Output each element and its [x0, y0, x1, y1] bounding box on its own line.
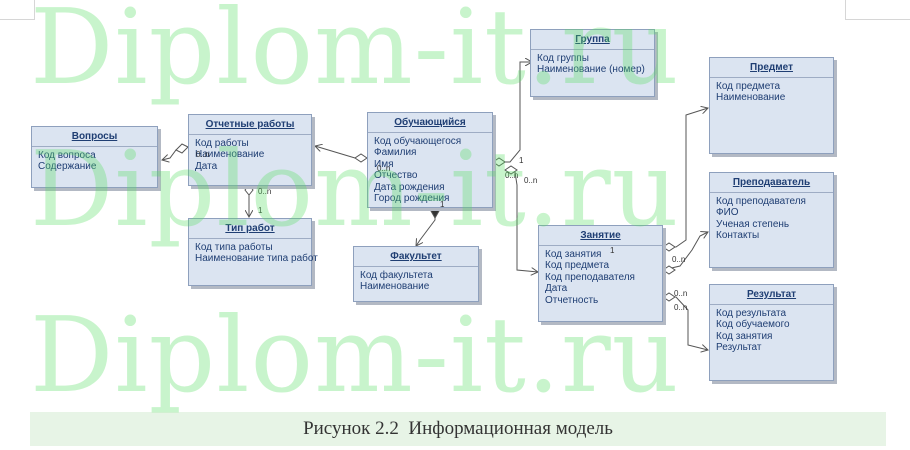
entity-obuchayushchiysya[interactable]: Обучающийся Код обучающегося Фамилия Имя…: [367, 112, 493, 208]
entity-attribute: Результат: [716, 342, 762, 354]
entity-title: Преподаватель: [710, 173, 833, 193]
entity-attribute: Имя: [374, 158, 394, 170]
entity-attribute: Код группы: [537, 53, 589, 64]
entity-attributes: Код обучающегося Фамилия Имя Отчество Да…: [368, 133, 492, 207]
multiplicity-label: 1: [258, 206, 263, 215]
entity-rezultat[interactable]: Результат Код результата Код обучаемого …: [709, 284, 834, 381]
entity-attributes: Код преподавателя ФИО Ученая степень Кон…: [710, 193, 833, 245]
entity-attribute: Код работы: [195, 138, 249, 149]
entity-attributes: Код группы Наименование (номер): [531, 50, 654, 79]
entity-attribute: Содержание: [38, 161, 97, 173]
entity-title: Группа: [531, 30, 654, 50]
entity-attribute: ФИО: [716, 207, 739, 219]
entity-title: Тип работ: [189, 219, 311, 239]
entity-attributes: Код типа работы Наименование типа работ: [189, 239, 318, 268]
margin-mark: [845, 19, 910, 20]
entity-title: Обучающийся: [368, 113, 492, 133]
entity-title: Факультет: [354, 247, 478, 267]
link-obuch-gruppa: [493, 62, 532, 163]
margin-mark: [0, 19, 34, 20]
link-zanyatie-predmet: [663, 108, 708, 248]
aggregation-diamond: [504, 165, 518, 175]
entity-attribute: Отчетность: [545, 294, 599, 306]
entity-title: Вопросы: [32, 127, 157, 147]
entity-attribute: Код преподавателя: [545, 271, 635, 283]
entity-attributes: Код факультета Наименование: [354, 267, 478, 296]
aggregation-diamond: [662, 292, 676, 302]
page-margin-marks: [0, 0, 910, 22]
link-zanyatie-prepod: [662, 232, 708, 271]
multiplicity-label: 1: [610, 246, 615, 255]
entity-attribute: Отчество: [374, 170, 418, 182]
link-obuch-zanyatie: [504, 169, 538, 272]
entity-attribute: Ученая степень: [716, 218, 790, 230]
aggregation-diamond: [175, 143, 189, 154]
entity-attribute: Фамилия: [374, 147, 417, 159]
multiplicity-label: 0..n: [674, 303, 688, 312]
entity-attribute: Город рождения: [374, 193, 450, 205]
entity-attribute: Код обучающегося: [374, 136, 462, 147]
entity-attribute: Код типа работы: [195, 242, 273, 253]
aggregation-diamond: [354, 153, 368, 163]
entity-attribute: Код результата: [716, 308, 787, 319]
entity-attribute: Наименование: [195, 149, 265, 161]
entity-attribute: Код преподавателя: [716, 196, 806, 207]
entity-attribute: Код предмета: [716, 81, 781, 92]
multiplicity-label: 0..n: [377, 164, 391, 173]
entity-attribute: Код факультета: [360, 270, 433, 281]
aggregation-diamond: [662, 265, 676, 275]
multiplicity-label: 0..n: [505, 171, 519, 180]
multiplicity-label: 0..n: [674, 289, 688, 298]
entity-otchetnye-raboty[interactable]: Отчетные работы Код работы Наименование …: [188, 114, 312, 186]
entity-attribute: Дата: [545, 283, 568, 295]
multiplicity-label: 0..n: [258, 187, 272, 196]
entity-attributes: Код работы Наименование Дата: [189, 135, 311, 175]
multiplicity-label: 0..n: [672, 255, 686, 264]
entity-attribute: Код вопроса: [38, 150, 96, 161]
entity-attribute: Наименование (номер): [537, 64, 645, 76]
composition-diamond: [430, 204, 440, 220]
entity-attribute: Наименование: [716, 92, 786, 104]
entity-title: Результат: [710, 285, 833, 305]
entity-title: Занятие: [539, 226, 662, 246]
entity-attributes: Код вопроса Содержание: [32, 147, 157, 176]
entity-attribute: Дата: [195, 160, 218, 172]
entity-attribute: Код предмета: [545, 260, 610, 272]
entity-attribute: Код занятия: [716, 330, 773, 342]
margin-mark: [34, 0, 35, 20]
entity-fakultet[interactable]: Факультет Код факультета Наименование: [353, 246, 479, 302]
entity-zanyatie[interactable]: Занятие Код занятия Код предмета Код пре…: [538, 225, 663, 322]
entity-attribute: Контакты: [716, 230, 760, 242]
entity-voprosy[interactable]: Вопросы Код вопроса Содержание: [31, 126, 158, 188]
caption-band: [30, 412, 886, 446]
entity-gruppa[interactable]: Группа Код группы Наименование (номер): [530, 29, 655, 97]
entity-title: Предмет: [710, 58, 833, 78]
entity-attributes: Код результата Код обучаемого Код заняти…: [710, 305, 833, 357]
entity-attribute: Наименование типа работ: [195, 253, 318, 265]
multiplicity-label: 1: [519, 156, 524, 165]
entity-attributes: Код занятия Код предмета Код преподавате…: [539, 246, 662, 309]
aggregation-diamond: [492, 157, 506, 167]
entity-attribute: Дата рождения: [374, 181, 445, 193]
entity-title: Отчетные работы: [189, 115, 311, 135]
entity-attribute: Наименование: [360, 281, 430, 293]
entity-tip-rabot[interactable]: Тип работ Код типа работы Наименование т…: [188, 218, 318, 286]
entity-attribute: Код обучаемого: [716, 319, 790, 331]
entity-predmet[interactable]: Предмет Код предмета Наименование: [709, 57, 834, 154]
entity-attributes: Код предмета Наименование: [710, 78, 833, 107]
multiplicity-label: 0..n: [196, 150, 210, 159]
aggregation-diamond: [662, 242, 676, 252]
entity-attribute: Код занятия: [545, 249, 602, 260]
multiplicity-label: 0..n: [524, 176, 538, 185]
margin-mark: [845, 0, 846, 20]
multiplicity-label: 1: [440, 200, 445, 209]
entity-prepodavatel[interactable]: Преподаватель Код преподавателя ФИО Учен…: [709, 172, 834, 268]
figure-caption: Рисунок 2.2 Информационная модель: [303, 418, 613, 439]
aggregation-diamond: [244, 184, 254, 196]
